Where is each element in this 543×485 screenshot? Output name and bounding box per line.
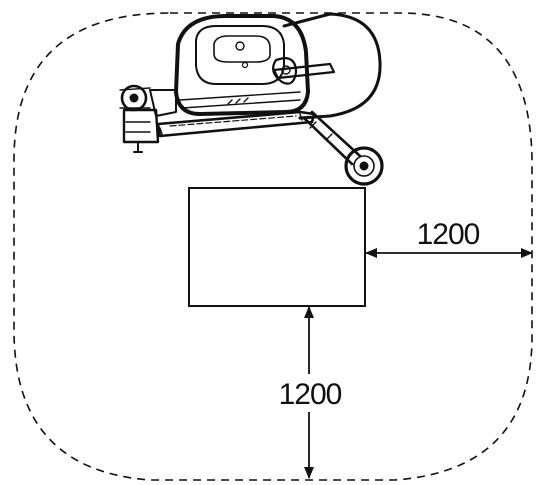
machine-top-view xyxy=(119,12,384,186)
dimension-bottom-label: 1200 xyxy=(279,378,342,411)
pallet-footprint xyxy=(188,187,366,307)
dimension-bottom-label-backdrop xyxy=(270,374,350,412)
dimension-right-label: 1200 xyxy=(417,218,480,251)
